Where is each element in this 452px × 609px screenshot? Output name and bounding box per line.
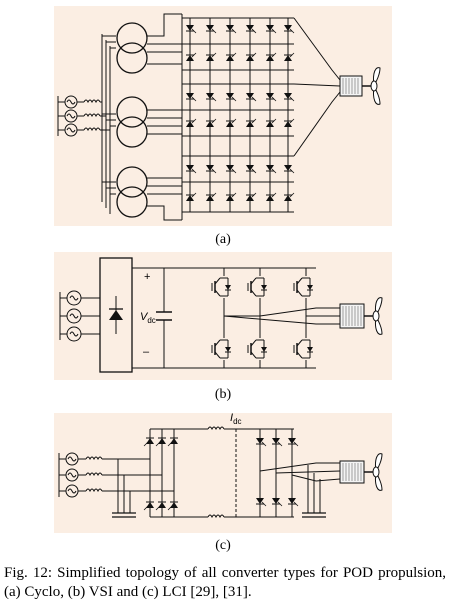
thyristor-icon xyxy=(185,24,295,202)
dc-plus-label: + xyxy=(144,271,150,283)
motor-icon xyxy=(339,460,374,484)
lci-schematic: Idc xyxy=(58,412,383,518)
lci-diagram-panel: Idc xyxy=(54,412,392,533)
thyristor-icon xyxy=(143,437,299,511)
idc-label: Idc xyxy=(230,412,242,426)
ac-source-icon xyxy=(64,95,78,137)
transformer-icon xyxy=(116,22,148,218)
vsi-schematic: + – Vdc xyxy=(59,257,383,373)
ac-source-icon xyxy=(66,290,82,342)
inductor-icon xyxy=(85,426,225,518)
diode-bridge-icon xyxy=(99,257,133,373)
capacitor-icon xyxy=(112,512,326,518)
cyclo-diagram-panel xyxy=(54,6,392,226)
igbt-icon xyxy=(211,276,318,360)
motor-icon xyxy=(339,303,374,329)
propeller-icon xyxy=(372,297,383,335)
subfigure-label-b: (b) xyxy=(214,387,232,402)
cyclo-schematic xyxy=(57,13,381,221)
ac-source-icon xyxy=(65,452,79,498)
propeller-icon xyxy=(372,453,383,491)
capacitor-icon xyxy=(156,311,172,321)
vdc-label: Vdc xyxy=(140,311,156,325)
vsi-diagram-panel: + – Vdc xyxy=(54,252,392,380)
subfigure-label-c: (c) xyxy=(215,538,231,553)
dc-minus-label: – xyxy=(143,346,150,358)
inductor-icon xyxy=(83,99,101,131)
subfigure-label-a: (a) xyxy=(215,232,231,247)
figure-caption: Fig. 12: Simplified topology of all conv… xyxy=(4,565,446,600)
propeller-icon xyxy=(370,67,381,105)
motor-icon xyxy=(339,75,372,97)
